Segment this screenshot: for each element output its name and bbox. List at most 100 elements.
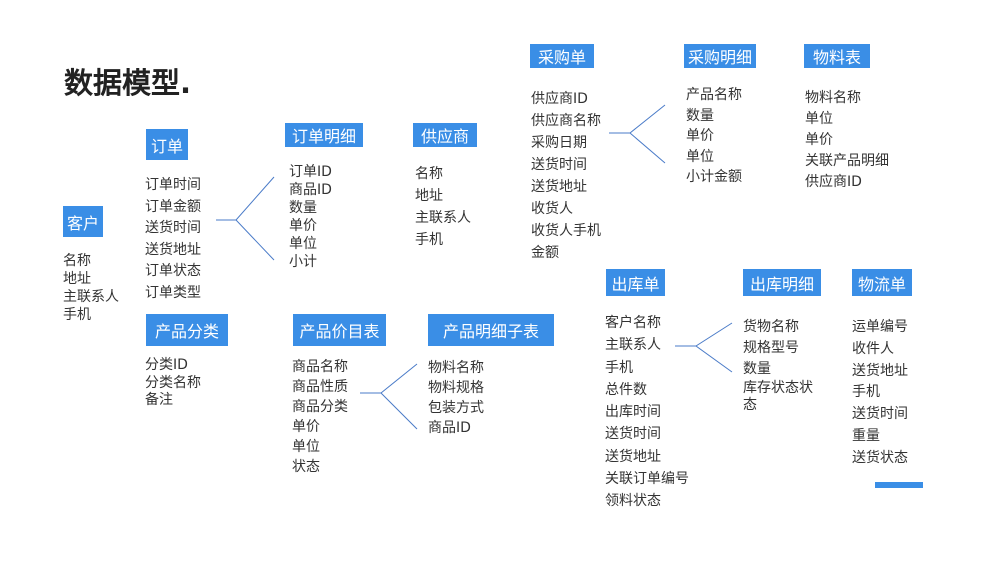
field-item: 送货时间 — [852, 406, 908, 423]
field-item: 手机 — [605, 359, 633, 376]
field-item: 送货地址 — [605, 448, 661, 465]
field-item: 主联系人 — [605, 337, 661, 354]
field-item: 单位 — [292, 439, 320, 455]
entity-header-purchase: 采购单 — [530, 44, 594, 68]
field-item: 商品性质 — [292, 379, 348, 395]
entity-header-outbound-detail: 出库明细 — [743, 269, 821, 296]
field-item: 货物名称 — [743, 319, 799, 335]
field-item: 状态 — [292, 459, 320, 475]
field-item: 单位 — [686, 148, 714, 165]
field-list-order: 订单时间订单金额送货时间送货地址订单状态订单类型 — [145, 175, 201, 305]
field-item: 单价 — [686, 128, 714, 144]
field-list-product-detail: 物料名称物料规格包装方式商品ID — [428, 358, 484, 438]
field-item: 送货地址 — [852, 362, 908, 379]
field-item: 收货人 — [531, 201, 573, 217]
field-item: 小计 — [289, 254, 317, 270]
field-item: 送货时间 — [145, 220, 201, 237]
field-item: 库存状态状态 — [743, 380, 813, 413]
field-item: 单位 — [805, 111, 833, 127]
field-list-customer: 名称地址主联系人手机 — [63, 252, 119, 324]
entity-header-logistics: 物流单 — [852, 269, 912, 296]
field-item: 单位 — [289, 236, 317, 252]
field-item: 客户名称 — [605, 315, 661, 331]
field-item: 手机 — [63, 307, 91, 323]
field-item: 产品名称 — [686, 87, 742, 103]
field-item: 单价 — [292, 419, 320, 435]
entity-header-category: 产品分类 — [146, 314, 228, 346]
field-item: 关联产品明细 — [805, 153, 889, 169]
entity-header-purchase-detail: 采购明细 — [684, 44, 756, 68]
connector-purchase — [629, 104, 666, 164]
field-item: 重量 — [852, 427, 880, 444]
field-item: 小计金额 — [686, 169, 742, 185]
field-list-outbound-detail: 货物名称规格型号数量库存状态状态 — [743, 317, 821, 414]
field-item: 订单金额 — [145, 198, 201, 215]
field-item: 商品名称 — [292, 359, 348, 375]
entity-header-order: 订单 — [146, 129, 188, 160]
field-item: 出库时间 — [605, 404, 661, 421]
field-item: 手机 — [852, 384, 880, 401]
entity-header-order-detail: 订单明细 — [285, 123, 363, 147]
field-item: 送货地址 — [145, 241, 201, 258]
field-item: 采购日期 — [531, 135, 587, 151]
field-item: 名称 — [415, 166, 443, 182]
connector-outbound — [695, 322, 733, 373]
field-item: 主联系人 — [415, 210, 471, 226]
accent-bar — [875, 482, 923, 488]
connector-order — [235, 176, 275, 261]
connector-price-list — [380, 363, 418, 430]
field-item: 规格型号 — [743, 340, 799, 356]
field-list-order-detail: 订单ID 商品ID 数量单价单位小计 — [289, 163, 332, 271]
field-item: 单价 — [289, 218, 317, 234]
field-item: 商品ID — [289, 182, 332, 198]
field-item: 收货人手机 — [531, 223, 601, 239]
field-list-price-list: 商品名称商品性质商品分类单价单位状态 — [292, 357, 348, 477]
field-list-logistics: 运单编号收件人送货地址手机送货时间重量送货状态 — [852, 317, 908, 470]
field-item: 送货时间 — [605, 426, 661, 443]
field-item: 收件人 — [852, 340, 894, 357]
field-item: 订单ID — [289, 164, 332, 180]
entity-header-customer: 客户 — [63, 206, 103, 237]
entity-header-product-detail: 产品明细子表 — [428, 314, 554, 346]
field-item: 地址 — [63, 271, 91, 287]
field-list-purchase-detail: 产品名称数量单价单位小计金额 — [686, 85, 742, 188]
field-item: 分类ID — [145, 357, 188, 373]
field-item: 商品ID — [428, 420, 471, 436]
page-title: 数据模型. — [64, 66, 192, 100]
field-item: 送货状态 — [852, 449, 908, 466]
field-item: 地址 — [415, 188, 443, 204]
field-item: 数量 — [686, 107, 714, 124]
entity-header-outbound: 出库单 — [606, 269, 665, 296]
field-item: 供应商ID — [531, 91, 588, 107]
field-item: 数量 — [289, 200, 317, 216]
field-item: 送货时间 — [531, 157, 587, 173]
field-item: 物料名称 — [428, 360, 484, 376]
field-item: 商品分类 — [292, 399, 348, 415]
field-item: 主联系人 — [63, 289, 119, 305]
field-item: 供应商名称 — [531, 113, 601, 129]
field-item: 金额 — [531, 245, 559, 261]
field-item: 物料规格 — [428, 380, 484, 396]
field-item: 物料名称 — [805, 90, 861, 106]
field-item: 领料状态 — [605, 493, 661, 510]
entity-header-material: 物料表 — [804, 44, 870, 68]
field-list-outbound: 客户名称主联系人手机总件数出库时间送货时间送货地址关联订单编号领料状态 — [605, 312, 689, 513]
field-item: 分类名称 — [145, 374, 201, 391]
field-item: 供应商ID — [805, 174, 862, 190]
field-item: 手机 — [415, 232, 443, 248]
field-item: 数量 — [743, 361, 771, 377]
field-item: 关联订单编号 — [605, 471, 689, 488]
entity-header-price-list: 产品价目表 — [293, 314, 386, 346]
field-item: 订单类型 — [145, 284, 201, 301]
field-list-supplier: 名称地址主联系人手机 — [415, 163, 471, 251]
field-item: 单价 — [805, 132, 833, 148]
field-item: 备注 — [145, 392, 173, 408]
field-list-material: 物料名称单位单价关联产品明细供应商ID — [805, 88, 889, 193]
field-item: 名称 — [63, 253, 91, 269]
field-item: 订单状态 — [145, 263, 201, 280]
field-item: 包装方式 — [428, 400, 484, 416]
